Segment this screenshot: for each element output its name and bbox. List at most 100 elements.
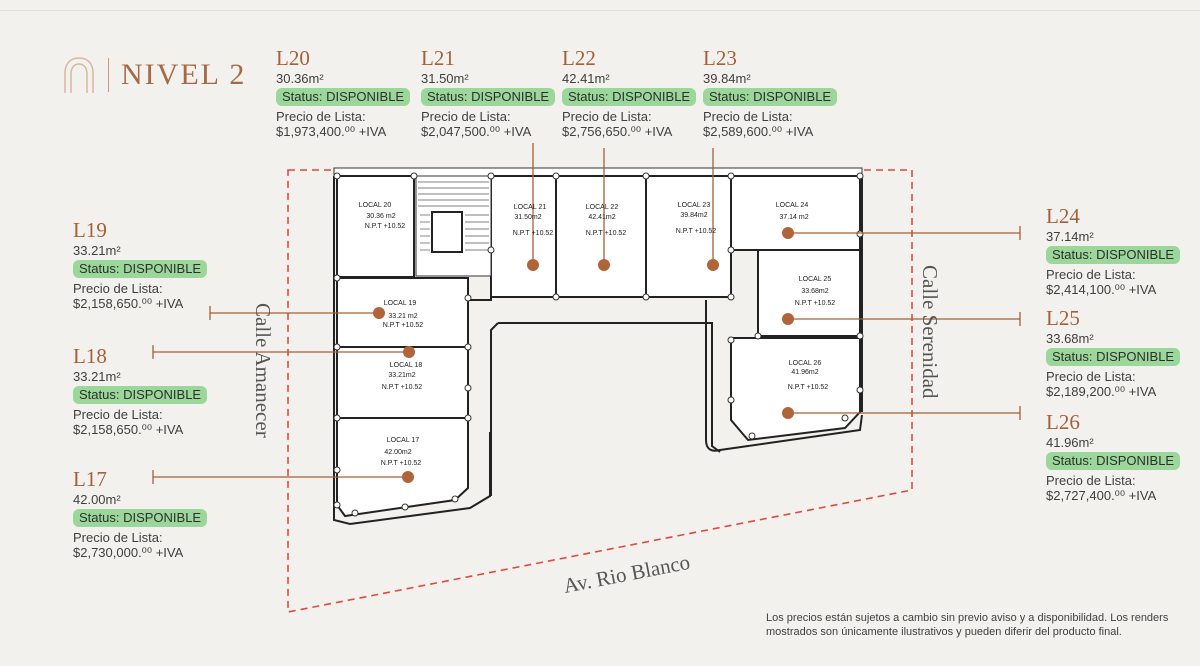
unit-price: $2,727,400.⁰⁰ +IVA xyxy=(1046,488,1157,504)
street-bottom: Av. Rio Blanco xyxy=(561,550,692,598)
unit-area: 30.36m² xyxy=(276,71,324,86)
status-badge: Status: DISPONIBLE xyxy=(703,87,838,106)
local-25-room[interactable] xyxy=(757,249,861,337)
price-label: Precio de Lista: xyxy=(1046,472,1136,488)
status-badge: Status: DISPONIBLE xyxy=(1046,245,1181,264)
unit-card-l23[interactable]: L23 39.84m² Status: DISPONIBLE Precio de… xyxy=(703,48,838,140)
unit-code: L18 xyxy=(73,344,107,368)
local-18-npt: N.P.T +10.52 xyxy=(382,384,423,391)
status-badge: Status: DISPONIBLE xyxy=(73,259,208,278)
local-23-name: LOCAL 23 xyxy=(678,202,711,209)
unit-card-l26[interactable]: L26 41.96m² Status: DISPONIBLE Precio de… xyxy=(1046,410,1181,504)
marker-l24[interactable] xyxy=(782,227,794,239)
unit-area: 42.41m² xyxy=(562,71,610,86)
page-title: NIVEL 2 xyxy=(121,58,247,91)
status-badge: Status: DISPONIBLE xyxy=(562,87,697,106)
level-header: NIVEL 2 xyxy=(62,56,246,94)
unit-price: $2,189,200.⁰⁰ +IVA xyxy=(1046,384,1157,400)
arch-logo-icon xyxy=(64,57,94,93)
local-20-area: 30.36 m2 xyxy=(366,213,395,220)
stair-core xyxy=(415,175,492,277)
marker-l26[interactable] xyxy=(782,407,794,419)
local-23-area: 39.84m2 xyxy=(680,212,707,219)
local-18-name: LOCAL 18 xyxy=(390,362,423,369)
local-25-area: 33.68m2 xyxy=(801,288,828,295)
marker-l23[interactable] xyxy=(707,259,719,271)
unit-card-l21[interactable]: L21 31.50m² Status: DISPONIBLE Precio de… xyxy=(421,46,556,140)
local-26-name: LOCAL 26 xyxy=(789,360,822,367)
unit-card-l25[interactable]: L25 33.68m² Status: DISPONIBLE Precio de… xyxy=(1046,306,1181,400)
unit-area: 39.84m² xyxy=(703,71,751,86)
unit-price: $2,414,100.⁰⁰ +IVA xyxy=(1046,282,1157,298)
unit-price: $2,756,650.⁰⁰ +IVA xyxy=(562,124,673,140)
local-22-name: LOCAL 22 xyxy=(586,204,619,211)
local-17-room[interactable] xyxy=(336,417,469,518)
unit-price: $2,730,000.⁰⁰ +IVA xyxy=(73,545,184,561)
price-label: Precio de Lista: xyxy=(1046,266,1136,282)
local-22-npt: N.P.T +10.52 xyxy=(586,230,627,237)
status-badge: Status: DISPONIBLE xyxy=(1046,347,1181,366)
disclaimer-text: Los precios están sujetos a cambio sin p… xyxy=(766,612,1169,639)
unit-area: 31.50m² xyxy=(421,71,469,86)
price-label: Precio de Lista: xyxy=(703,108,793,124)
local-22-area: 42.41m2 xyxy=(588,214,615,221)
local-26-area: 41.96m2 xyxy=(791,369,818,376)
status-badge: Status: DISPONIBLE xyxy=(1046,451,1181,470)
price-label: Precio de Lista: xyxy=(73,406,163,422)
local-26-npt: N.P.T +10.52 xyxy=(788,384,829,391)
local-18-room[interactable] xyxy=(336,346,469,419)
price-label: Precio de Lista: xyxy=(1046,368,1136,384)
unit-code: L17 xyxy=(73,467,107,491)
marker-l18[interactable] xyxy=(403,346,415,358)
unit-card-l20[interactable]: L20 30.36m² Status: DISPONIBLE Precio de… xyxy=(276,46,411,140)
local-17-name: LOCAL 17 xyxy=(387,437,420,444)
unit-price: $2,047,500.⁰⁰ +IVA xyxy=(421,124,532,140)
unit-code: L26 xyxy=(1046,410,1080,434)
unit-price: $2,589,600.⁰⁰ +IVA xyxy=(703,124,814,140)
unit-code: L20 xyxy=(276,46,310,70)
status-badge: Status: DISPONIBLE xyxy=(73,508,208,527)
local-20-npt: N.P.T +10.52 xyxy=(365,223,406,230)
unit-card-l22[interactable]: L22 42.41m² Status: DISPONIBLE Precio de… xyxy=(562,46,697,140)
local-21-room[interactable] xyxy=(490,175,557,298)
price-label: Precio de Lista: xyxy=(562,108,652,124)
price-label: Precio de Lista: xyxy=(73,280,163,296)
local-20-room[interactable] xyxy=(336,175,415,278)
local-24-area: 37.14 m2 xyxy=(779,214,808,221)
price-label: Precio de Lista: xyxy=(73,529,163,545)
column-nodes xyxy=(333,172,864,517)
unit-area: 33.68m² xyxy=(1046,331,1094,346)
price-label: Precio de Lista: xyxy=(421,108,511,124)
local-25-npt: N.P.T +10.52 xyxy=(795,300,836,307)
marker-l21[interactable] xyxy=(527,259,539,271)
header-separator xyxy=(108,58,109,92)
unit-card-l19[interactable]: L19 33.21m² Status: DISPONIBLE Precio de… xyxy=(73,220,208,312)
unit-code: L25 xyxy=(1046,306,1080,330)
street-right: Calle Serenidad xyxy=(918,265,942,399)
marker-l17[interactable] xyxy=(402,471,414,483)
unit-card-l17[interactable]: L17 42.00m² Status: DISPONIBLE Precio de… xyxy=(73,467,208,561)
unit-area: 42.00m² xyxy=(73,492,121,507)
local-23-room[interactable] xyxy=(645,175,732,298)
unit-card-l24[interactable]: L24 37.14m² Status: DISPONIBLE Precio de… xyxy=(1046,206,1181,298)
local-25-name: LOCAL 25 xyxy=(799,276,832,283)
local-21-name: LOCAL 21 xyxy=(514,204,547,211)
local-24-room[interactable] xyxy=(730,175,861,251)
leader-lines xyxy=(152,143,1021,484)
unit-card-l18[interactable]: L18 33.21m² Status: DISPONIBLE Precio de… xyxy=(73,344,208,438)
local-22-room[interactable] xyxy=(555,175,647,298)
status-badge: Status: DISPONIBLE xyxy=(421,87,556,106)
marker-l25[interactable] xyxy=(782,313,794,325)
unit-price: $2,158,650.⁰⁰ +IVA xyxy=(73,296,184,312)
unit-area: 33.21m² xyxy=(73,243,121,258)
local-21-npt: N.P.T +10.52 xyxy=(513,230,554,237)
unit-code: L21 xyxy=(421,46,455,70)
local-17-npt: N.P.T +10.52 xyxy=(381,460,422,467)
top-divider xyxy=(0,10,1200,11)
marker-l22[interactable] xyxy=(598,259,610,271)
local-19-area: 33.21 m2 xyxy=(388,313,417,320)
marker-l19[interactable] xyxy=(373,307,385,319)
unit-price: $1,973,400.⁰⁰ +IVA xyxy=(276,124,387,140)
unit-code: L22 xyxy=(562,46,596,70)
